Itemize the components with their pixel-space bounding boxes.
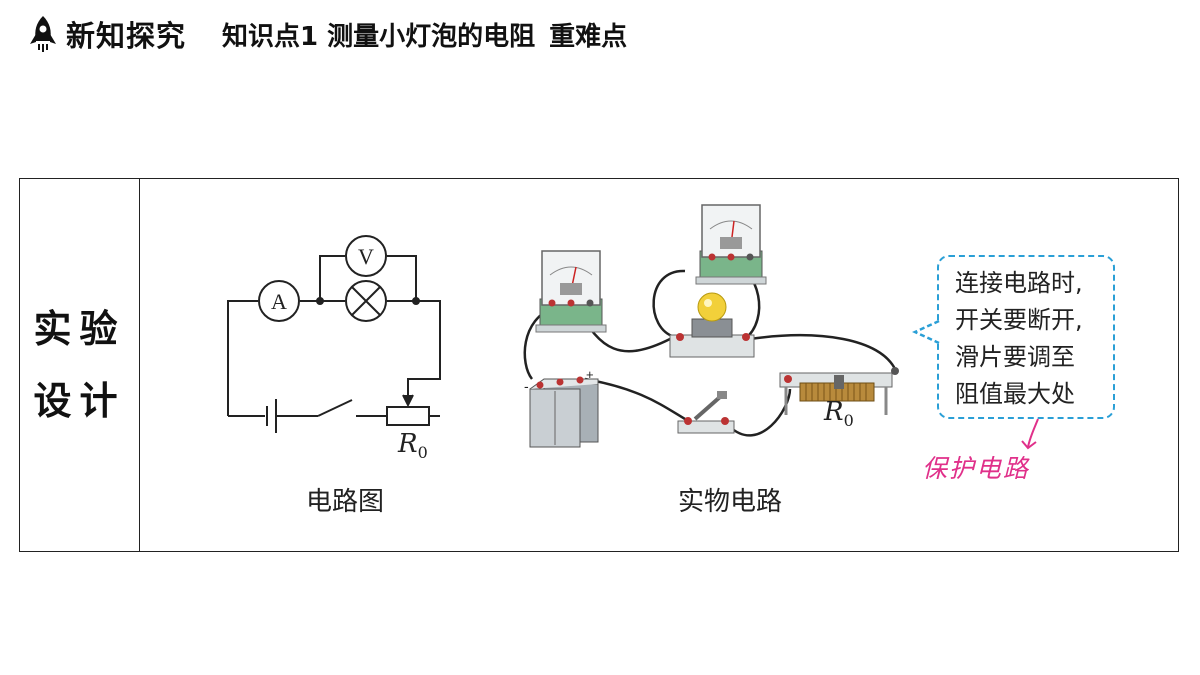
battery-minus-label: - [524, 378, 529, 394]
voltmeter-label: V [358, 244, 374, 269]
experiment-table: 实验设计 [19, 178, 1179, 552]
ammeter-label: A [271, 289, 287, 314]
callout-line: 连接电路时, [955, 269, 1083, 297]
voltmeter-symbol [345, 235, 387, 277]
experiment-content: - + [140, 179, 1180, 551]
section-title: 新知探究 [66, 19, 187, 53]
slide-header: 新知探究 知识点1 测量小灯泡的电阻 重难点 [26, 12, 627, 56]
battery-device: - + [524, 367, 599, 448]
ammeter-symbol [258, 280, 300, 322]
physical-circuit: - + [523, 204, 899, 448]
difficulty-tag: 重难点 [549, 21, 628, 52]
handwritten-note: 保护电路 [922, 454, 1031, 483]
rocket-icon [30, 16, 56, 52]
circuit-diagram-caption: 电路图 [306, 487, 385, 517]
rheostat-symbol [386, 406, 430, 426]
experiment-drawings: - + [227, 204, 899, 448]
note-arrow-icon [1021, 418, 1039, 450]
topic-title: 知识点1 测量小灯泡的电阻 [222, 21, 536, 52]
rheostat-label: R0 [824, 397, 854, 431]
callout-line: 开关要断开, [955, 306, 1083, 334]
battery-plus-label: + [586, 367, 594, 382]
rheostat-device [779, 367, 899, 415]
row-label: 实验设计 [33, 307, 126, 423]
callout-line: 滑片要调至 [955, 343, 1075, 371]
callout-box: 连接电路时, 开关要断开, 滑片要调至 阻值最大处 [937, 255, 1115, 419]
ammeter-device [535, 250, 607, 333]
voltmeter-device [695, 204, 767, 285]
callout-pointer [911, 319, 940, 345]
bulb-device [669, 292, 755, 358]
row-label-cell: 实验设计 [20, 179, 140, 551]
physical-circuit-caption: 实物电路 [678, 487, 783, 517]
switch-device [677, 391, 735, 434]
circuit-resistor-label: R0 [398, 429, 428, 463]
circuit-diagram [227, 235, 441, 433]
callout-line: 阻值最大处 [955, 380, 1075, 408]
